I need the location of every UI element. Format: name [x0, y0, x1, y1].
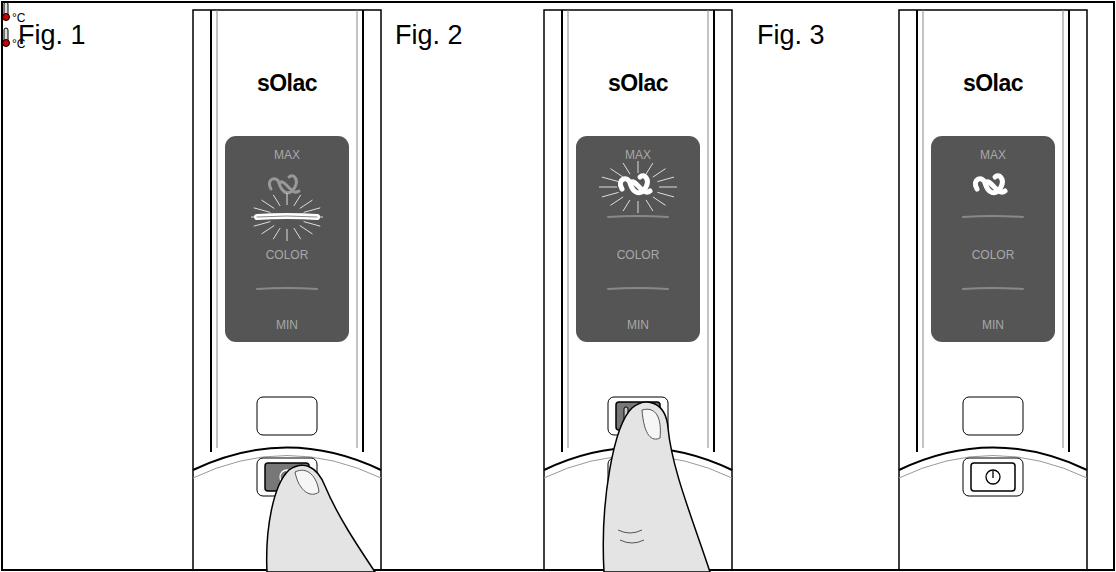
level-label: MAX — [225, 147, 349, 163]
figure-label: Fig. 3 — [757, 20, 825, 51]
brand-logo: sOlac — [608, 70, 668, 97]
level-symbols — [225, 136, 349, 342]
level-label: COLOR — [931, 247, 1055, 263]
level-symbols — [931, 136, 1055, 342]
device — [544, 10, 732, 572]
level-label: MAX — [931, 147, 1055, 163]
figure-label: Fig. 2 — [395, 20, 463, 51]
level-symbols — [576, 136, 700, 342]
heat-display: MAX COLOR MIN — [931, 136, 1055, 342]
heat-display: MAX COLOR MIN — [225, 136, 349, 342]
temperature-button: °C — [0, 0, 1116, 26]
device — [193, 10, 381, 572]
device — [899, 10, 1087, 570]
temperature-button: °C — [0, 26, 1116, 52]
brand-logo: sOlac — [257, 70, 317, 97]
level-label: COLOR — [225, 247, 349, 263]
button-label: °C — [12, 37, 25, 51]
level-label: MIN — [576, 317, 700, 333]
button-label: °C — [12, 11, 25, 25]
heat-display: MAX COLOR MIN — [576, 136, 700, 342]
level-label: MIN — [225, 317, 349, 333]
level-label: COLOR — [576, 247, 700, 263]
brand-logo: sOlac — [963, 70, 1023, 97]
level-label: MAX — [576, 147, 700, 163]
level-label: MIN — [931, 317, 1055, 333]
figure-label: Fig. 1 — [18, 20, 86, 51]
